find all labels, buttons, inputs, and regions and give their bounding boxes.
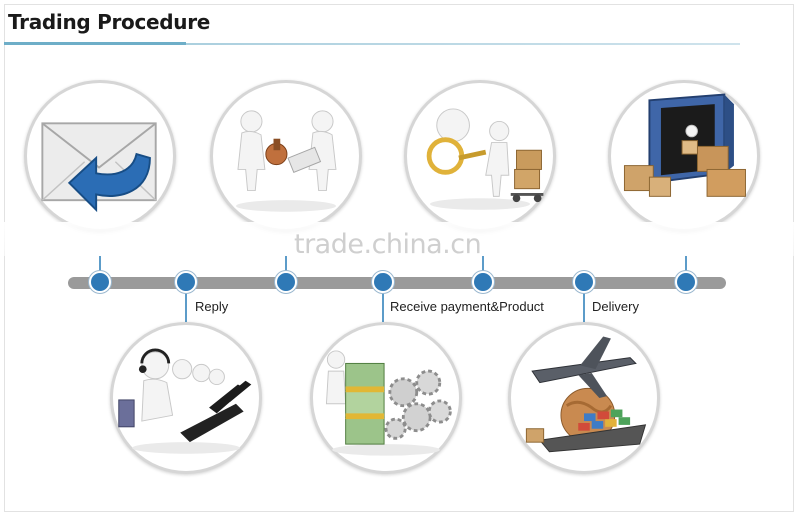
timeline-connector (382, 288, 384, 322)
handshake-stamp-icon (213, 83, 359, 229)
money-gears-icon (313, 325, 459, 471)
reply-step-circle (110, 322, 262, 474)
title-accent-bar (4, 42, 186, 45)
customer-service-icon (113, 325, 259, 471)
timeline-node-7 (675, 271, 697, 293)
step-label-delivery: Delivery (592, 299, 639, 314)
timeline-node-6 (573, 271, 595, 293)
envelope-reply-icon (27, 83, 173, 229)
payment-step-circle (310, 322, 462, 474)
timeline-node-5 (472, 271, 494, 293)
step-label-receive-payment: Receive payment&Product (390, 299, 544, 314)
timeline-bar (68, 277, 726, 289)
step-label-reply: Reply (195, 299, 228, 314)
page-title: Trading Procedure (8, 10, 210, 34)
negotiation-step-circle (210, 80, 362, 232)
delivery-step-circle (508, 322, 660, 474)
container-boxes-icon (611, 83, 757, 229)
inspection-step-circle (404, 80, 556, 232)
timeline-node-3 (275, 271, 297, 293)
shipping-step-circle (608, 80, 760, 232)
watermark-text: trade.china.cn (294, 229, 481, 260)
inquiry-step-circle (24, 80, 176, 232)
timeline-node-2 (175, 271, 197, 293)
plane-ship-icon (511, 325, 657, 471)
inspection-cart-icon (407, 83, 553, 229)
timeline-connector (185, 288, 187, 322)
timeline-connector (583, 288, 585, 322)
timeline-node-4 (372, 271, 394, 293)
timeline-node-1 (89, 271, 111, 293)
